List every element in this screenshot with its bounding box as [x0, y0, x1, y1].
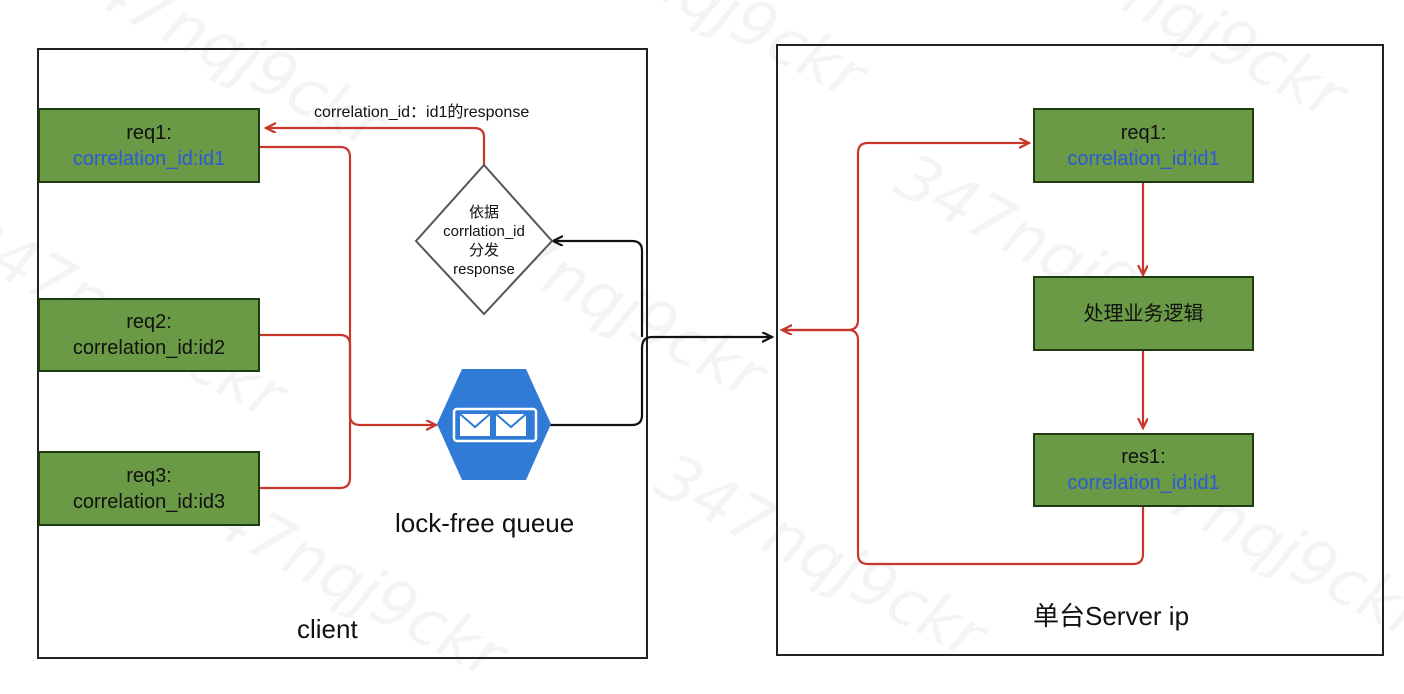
client-req3-box: req3: correlation_id:id3	[38, 451, 260, 526]
req1-to-queue-wire	[260, 145, 436, 425]
dispatch-diamond-text: 依据 corrlation_id 分发 response	[424, 203, 544, 279]
queue-icon	[437, 369, 551, 480]
client-title: client	[297, 614, 358, 644]
entry-to-req1-wire	[786, 143, 1029, 332]
process-logic-label: 处理业务逻辑	[1083, 302, 1204, 325]
req1-correlation-id: correlation_id:id1	[72, 147, 226, 170]
dispatch-to-req1-wire	[266, 128, 486, 165]
res1-back-wire	[782, 330, 1145, 566]
dispatch-line2: corrlation_id	[443, 223, 525, 240]
req1-label: req1:	[126, 121, 172, 144]
dispatch-line1: 依据	[468, 204, 499, 221]
queue-to-server-wire	[549, 337, 772, 427]
req2-to-queue-wire	[260, 333, 352, 425]
dispatch-line4: response	[453, 261, 515, 278]
res1-label: res1:	[1121, 446, 1166, 468]
process-logic-box: 处理业务逻辑	[1033, 276, 1254, 351]
req3-label: req3:	[126, 464, 172, 487]
dispatch-diamond	[414, 163, 554, 316]
connectors	[260, 0, 1404, 566]
server-req1-label: req1:	[1120, 121, 1167, 144]
client-req1-box: req1: correlation_id:id1	[38, 108, 260, 183]
queue-label: lock-free queue	[395, 508, 575, 538]
server-title: 单台Server ip	[1033, 601, 1190, 631]
server-frame	[776, 44, 1384, 656]
dispatch-line3: 分发	[468, 242, 499, 259]
req3-to-queue-wire	[260, 425, 352, 490]
server-req1-correlation-id: correlation_id:id1	[1067, 147, 1220, 170]
server-req1-box: req1: correlation_id:id1	[1033, 108, 1254, 183]
server-to-dispatch-wire	[553, 241, 644, 337]
server-res1-box: res1: correlation_id:id1	[1033, 433, 1254, 507]
req2-correlation-id: correlation_id:id2	[72, 337, 226, 359]
client-req2-box: req2: correlation_id:id2	[38, 298, 260, 372]
response-label: correlation_id：id1的response	[314, 104, 530, 121]
req3-correlation-id: correlation_id:id3	[72, 490, 226, 513]
res1-correlation-id: correlation_id:id1	[1067, 472, 1220, 494]
req2-label: req2:	[126, 311, 172, 333]
